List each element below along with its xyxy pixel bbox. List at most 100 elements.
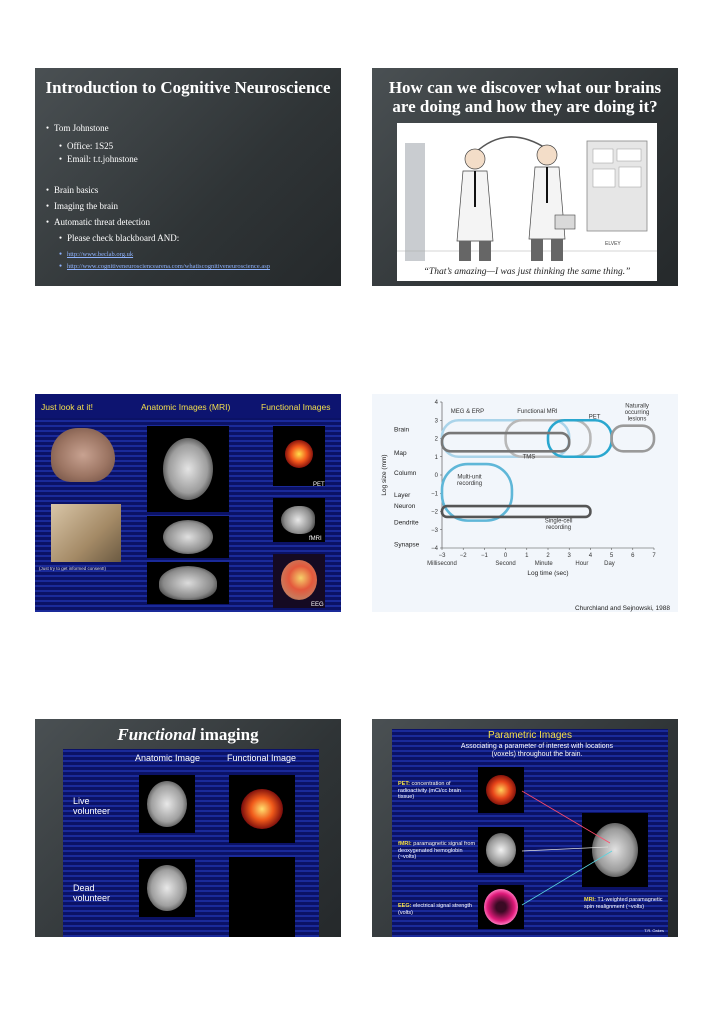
x-tick-label: 6 bbox=[631, 553, 635, 559]
link-beclab[interactable]: http://www.beclab.org.uk bbox=[59, 249, 133, 260]
row-dead-volunteer: Dead volunteer bbox=[73, 883, 111, 903]
x-tick-label: −1 bbox=[481, 553, 489, 559]
y-tick-label: −1 bbox=[431, 491, 439, 497]
x-anchor-label: Day bbox=[604, 561, 615, 567]
y-level-label: Brain bbox=[394, 426, 410, 433]
slide-2-title: How can we discover what our brains are … bbox=[388, 78, 662, 116]
y-tick-label: 2 bbox=[435, 437, 439, 443]
region-label: TMS bbox=[523, 455, 536, 461]
cartoon-caption: “That’s amazing—I was just thinking the … bbox=[423, 267, 631, 277]
region-label: Naturally bbox=[625, 403, 649, 409]
brain-photo bbox=[51, 428, 115, 482]
x-anchor-label: Millisecond bbox=[427, 561, 457, 567]
param-mri-image bbox=[582, 813, 648, 887]
region-functional-mri bbox=[504, 418, 592, 459]
y-level-label: Synapse bbox=[394, 541, 420, 548]
y-level-label: Dendrite bbox=[394, 519, 419, 526]
fmri-label: fMRI bbox=[309, 536, 322, 542]
bullet: Please check blackboard AND: bbox=[59, 233, 179, 244]
cartoon-signature: ELVEY bbox=[605, 241, 621, 247]
y-tick-label: −3 bbox=[431, 528, 439, 534]
live-anatomic-image bbox=[139, 775, 195, 833]
x-tick-label: −3 bbox=[439, 553, 447, 559]
eeg-label: EEG bbox=[311, 602, 324, 608]
y-level-label: Layer bbox=[394, 492, 411, 499]
x-axis-label: Log time (sec) bbox=[527, 570, 568, 577]
pet-image bbox=[273, 426, 325, 486]
x-anchor-label: Minute bbox=[535, 561, 554, 567]
region-label: recording bbox=[457, 481, 482, 487]
y-level-label: Neuron bbox=[394, 503, 416, 510]
slide-6-title: Parametric Images bbox=[488, 730, 572, 741]
dead-functional-image bbox=[229, 857, 295, 937]
slide-6-subtitle: Associating a parameter of interest with… bbox=[460, 743, 614, 758]
mri-description: MRI: T1-weighted paramagnetic spin reali… bbox=[584, 897, 663, 910]
region-naturally-occurring-lesions bbox=[610, 424, 656, 453]
x-tick-label: 2 bbox=[546, 553, 550, 559]
consent-note: (Just try to get informed consent!) bbox=[39, 566, 107, 571]
y-level-label: Map bbox=[394, 450, 407, 457]
region-label: recording bbox=[546, 525, 571, 531]
region-tms bbox=[440, 431, 571, 453]
mri-sagittal bbox=[147, 562, 229, 604]
cartoon-image: ELVEY “That’s amazing—I was just thinkin… bbox=[397, 123, 657, 281]
row-live-volunteer: Live volunteer bbox=[73, 796, 111, 816]
pet-label: PET bbox=[313, 482, 325, 488]
slide-5-title: Functional imaging bbox=[117, 725, 259, 744]
slide-5: Functional imaging Anatomic Image Functi… bbox=[35, 719, 341, 937]
y-axis-label: Log size (mm) bbox=[381, 454, 388, 495]
region-label: MEG & ERP bbox=[451, 409, 484, 415]
bullet: Automatic threat detection bbox=[46, 217, 150, 228]
x-tick-label: 7 bbox=[652, 553, 656, 559]
y-tick-label: 3 bbox=[435, 418, 439, 424]
mri-coronal bbox=[147, 516, 229, 558]
param-pet-image bbox=[478, 767, 524, 813]
column-header-look: Just look at it! bbox=[41, 402, 93, 412]
region-label: Multi-unit bbox=[457, 475, 482, 481]
param-eeg-image bbox=[478, 885, 524, 929]
eeg-image bbox=[273, 554, 325, 608]
bullet: Tom Johnstone bbox=[46, 123, 109, 134]
y-tick-label: 0 bbox=[435, 473, 439, 479]
bullet: Imaging the brain bbox=[46, 201, 118, 212]
link-cognitive-neuroscience-arena[interactable]: http://www.cognitiveneurosciencearena.co… bbox=[59, 261, 270, 272]
x-tick-label: 0 bbox=[504, 553, 508, 559]
x-tick-label: 5 bbox=[610, 553, 614, 559]
bullet: Email: t.t.johnstone bbox=[59, 154, 138, 165]
x-anchor-label: Second bbox=[495, 561, 515, 567]
x-tick-label: −2 bbox=[460, 553, 468, 559]
slide-2: How can we discover what our brains are … bbox=[372, 68, 678, 286]
hands-photo bbox=[51, 504, 121, 562]
region-label: PET bbox=[589, 414, 601, 420]
pet-description: PET: concentration of radioactivity (mCi… bbox=[398, 781, 461, 800]
mri-axial bbox=[147, 426, 229, 512]
citation: Churchland and Sejnowski, 1988 bbox=[575, 605, 670, 612]
bullet: Brain basics bbox=[46, 185, 98, 196]
region-label: lesions bbox=[628, 416, 647, 422]
connector-lines bbox=[521, 790, 613, 906]
column-header-anatomic: Anatomic Images (MRI) bbox=[141, 402, 231, 412]
x-tick-label: 3 bbox=[568, 553, 572, 559]
region-label: Functional MRI bbox=[517, 409, 558, 415]
y-tick-label: 1 bbox=[435, 455, 439, 461]
column-header-anatomic: Anatomic Image bbox=[135, 753, 201, 763]
y-tick-label: −2 bbox=[431, 510, 439, 516]
region-label: Single-cell bbox=[545, 518, 573, 524]
live-functional-image bbox=[229, 775, 295, 843]
column-header-functional: Functional Images bbox=[261, 402, 331, 412]
slide-6: Parametric Images Associating a paramete… bbox=[372, 719, 678, 937]
x-tick-label: 4 bbox=[589, 553, 593, 559]
bullet: Office: 1S25 bbox=[59, 141, 113, 152]
slide-1-title: Introduction to Cognitive Neuroscience bbox=[45, 78, 331, 97]
y-level-label: Column bbox=[394, 470, 417, 477]
eeg-description: EEG: electrical signal strength (volts) bbox=[398, 903, 472, 916]
param-fmri-image bbox=[478, 827, 524, 873]
slide-3: Just look at it! Anatomic Images (MRI) F… bbox=[35, 394, 341, 612]
y-tick-label: −4 bbox=[431, 546, 439, 552]
credit: T.R. Oakes bbox=[644, 928, 664, 933]
y-tick-label: 4 bbox=[435, 400, 439, 406]
dead-anatomic-image bbox=[139, 859, 195, 917]
fmri-image bbox=[273, 498, 325, 542]
